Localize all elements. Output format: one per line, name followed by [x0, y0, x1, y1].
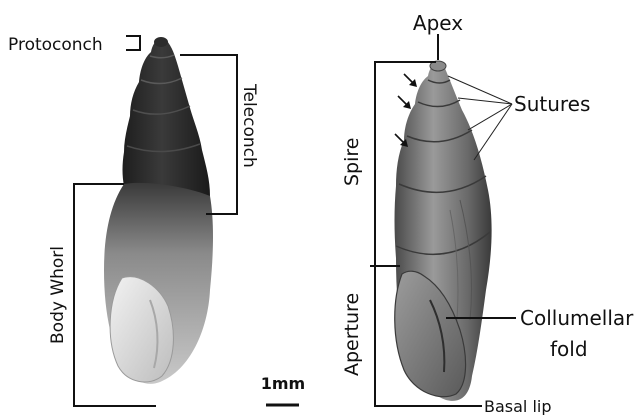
spire-label: Spire — [341, 138, 363, 186]
collumellar-label-line1: Collumellar — [520, 306, 634, 330]
left-shell — [104, 37, 213, 384]
protoconch-bracket — [126, 36, 140, 50]
collumellar-label-line2: fold — [550, 337, 588, 361]
apex-label: Apex — [413, 11, 463, 35]
basal-lip-label: Basal lip — [484, 397, 552, 415]
scale-bar-label: 1mm — [261, 374, 305, 393]
suture-pointer-4 — [474, 104, 512, 160]
body-whorl-label: Body Whorl — [48, 246, 68, 344]
teleconch-label: Teleconch — [239, 83, 259, 168]
sutures-label: Sutures — [514, 92, 590, 116]
left-protoconch-tip — [154, 37, 168, 47]
suture-pointer-3 — [468, 104, 512, 130]
left-shell-spire — [123, 38, 211, 196]
aperture-label: Aperture — [341, 293, 363, 376]
protoconch-label: Protoconch — [8, 35, 103, 55]
right-shell — [395, 61, 492, 401]
